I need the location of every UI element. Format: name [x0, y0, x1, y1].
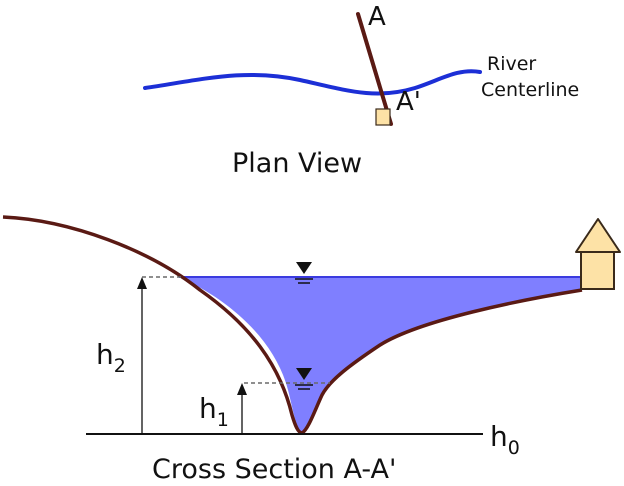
water-level-marker-lower: [295, 368, 313, 390]
cross-section-title: Cross Section A-A': [152, 454, 396, 485]
label-a-prime: A': [396, 87, 421, 117]
water-level-marker-upper: [295, 262, 313, 284]
h1-label: h1: [199, 392, 229, 431]
h2-arrow-head: [137, 277, 147, 289]
river-label-line1: River: [487, 53, 536, 75]
house-marker-plan: [375, 108, 391, 126]
label-a: A: [368, 2, 386, 32]
section-line-a-a-prime: [356, 12, 393, 126]
house-icon: [575, 218, 621, 290]
plan-view: A A' River Centerline Plan View: [143, 2, 579, 179]
river-label-line2: Centerline: [481, 79, 579, 101]
plan-view-title: Plan View: [232, 148, 362, 179]
h0-label: h0: [490, 420, 520, 459]
h2-label: h2: [96, 338, 126, 377]
cross-section: h2 h1 h0 Cross Section A-A': [2, 215, 621, 485]
ground-profile: [2, 215, 583, 435]
h1-arrow-head: [237, 383, 247, 395]
river-centerline: [143, 69, 482, 96]
water-body: [179, 277, 582, 433]
